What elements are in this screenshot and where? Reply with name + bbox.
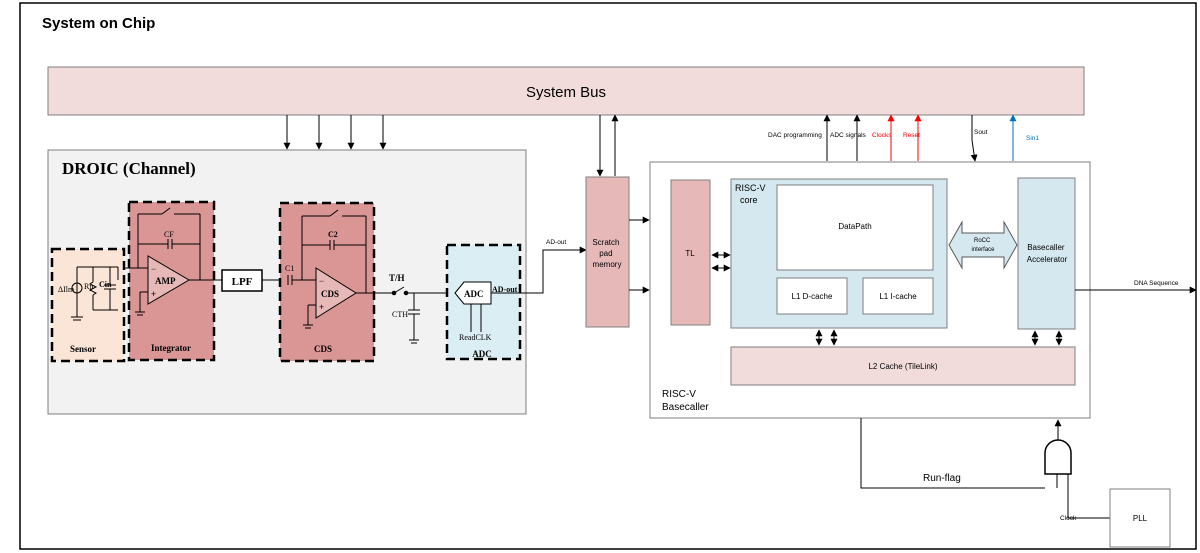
scratchpad-line-3: memory — [593, 260, 622, 269]
clock-wire — [1067, 474, 1110, 519]
integrator-minus: − — [151, 264, 156, 274]
scratchpad-label: Scratch pad memory — [592, 238, 621, 269]
rocc-line-1: RoCC — [974, 238, 991, 244]
run-flag-label: Run-flag — [923, 473, 961, 484]
track-hold-switch — [391, 286, 455, 344]
reset-signal-label: Reset — [903, 132, 920, 139]
readclk-label: ReadCLK — [459, 333, 492, 342]
cth-label: CTH — [392, 310, 408, 319]
integrator-circuit — [124, 207, 222, 316]
riscv-basecaller-line-2: Basecaller — [662, 402, 709, 413]
tilelink-block — [670, 179, 711, 326]
l2-cache-label: L2 Cache (TileLink) — [868, 362, 937, 371]
cds-label: CDS — [314, 344, 332, 354]
rocc-interface — [948, 220, 1018, 270]
sensor-cin-label: Cin — [99, 280, 112, 289]
lpf-label: LPF — [232, 276, 253, 288]
pll-label: PLL — [1133, 514, 1148, 523]
datapath-label: DataPath — [838, 222, 871, 231]
adc-block — [445, 243, 522, 361]
adc-converter-label: ADC — [464, 289, 484, 299]
l2-cache — [730, 346, 1076, 386]
sensor-circuit — [71, 266, 119, 321]
th-label: T/H — [389, 273, 405, 283]
clocks-signal-label: Clocks — [872, 132, 892, 139]
cds-minus: − — [319, 276, 324, 286]
ad-out-link-label: AD-out — [546, 239, 566, 246]
dna-output-label: DNA Sequence — [1134, 280, 1179, 287]
system-bus — [47, 66, 1085, 116]
cds-plus: + — [319, 302, 324, 312]
basecaller-accelerator — [1017, 177, 1076, 330]
rocc-label: RoCC interface — [971, 238, 995, 253]
cds-circuit — [287, 209, 392, 329]
soc-frame — [19, 2, 1197, 550]
system-bus-label: System Bus — [526, 84, 606, 101]
adc-out-label: AD-out — [492, 285, 518, 294]
sensor-label: Sensor — [70, 344, 96, 354]
basecaller-label: Basecaller Accelerator — [1027, 243, 1068, 264]
sensor-ilm-label: ΔIlm — [58, 285, 75, 294]
bus-to-droic-arrows — [283, 115, 387, 150]
l1-dcache — [776, 277, 848, 315]
clock-label: Clock — [1060, 515, 1077, 522]
integrator-cf-label: CF — [164, 230, 174, 239]
integrator-plus: + — [151, 289, 156, 299]
l1-dcache-label: L1 D-cache — [792, 292, 833, 301]
integrator-label: Integrator — [151, 343, 191, 353]
basecaller-line-1: Basecaller — [1027, 243, 1065, 252]
riscv-core-line-2: core — [740, 195, 758, 205]
scratchpad-line-1: Scratch — [592, 238, 619, 247]
cds-c2-label: C2 — [328, 230, 338, 239]
droic-title: DROIC (Channel) — [62, 159, 196, 178]
pll-block — [1109, 488, 1171, 548]
riscv-basecaller-line-1: RISC-V — [662, 389, 696, 400]
scratchpad-memory — [585, 176, 630, 328]
dac-signal-label: DAC programming — [768, 132, 822, 139]
scratchpad-line-2: pad — [599, 249, 612, 258]
sensor-block — [50, 247, 126, 363]
ad-out-link — [491, 246, 587, 294]
cds-c1-label: C1 — [285, 264, 294, 273]
l1-icache-label: L1 I-cache — [879, 292, 917, 301]
sout-signal-arrow — [970, 115, 978, 162]
riscv-core-line-1: RISC-V — [735, 183, 766, 193]
rocc-line-2: interface — [971, 247, 995, 253]
integrator-amp-label: AMP — [155, 276, 176, 286]
basecaller-line-2: Accelerator — [1027, 255, 1068, 264]
sin1-signal-label: Sin1 — [1026, 135, 1039, 142]
sensor-rp-label: Rp — [84, 282, 93, 291]
l1-icache — [862, 277, 934, 315]
sout-signal-label: Sout — [974, 129, 988, 136]
riscv-core-label: RISC-V core — [735, 183, 768, 205]
tilelink-label: TL — [685, 249, 695, 258]
riscv-basecaller-label: RISC-V Basecaller — [662, 389, 709, 413]
adc-label: ADC — [472, 349, 492, 359]
and-gate — [1044, 439, 1072, 475]
soc-title: System on Chip — [42, 15, 155, 32]
cds-amp-label: CDS — [321, 289, 339, 299]
adc-signal-label: ADC signals — [830, 132, 867, 139]
run-flag-wire — [860, 418, 1045, 489]
l2-links — [815, 329, 1063, 346]
datapath-block — [776, 184, 934, 271]
